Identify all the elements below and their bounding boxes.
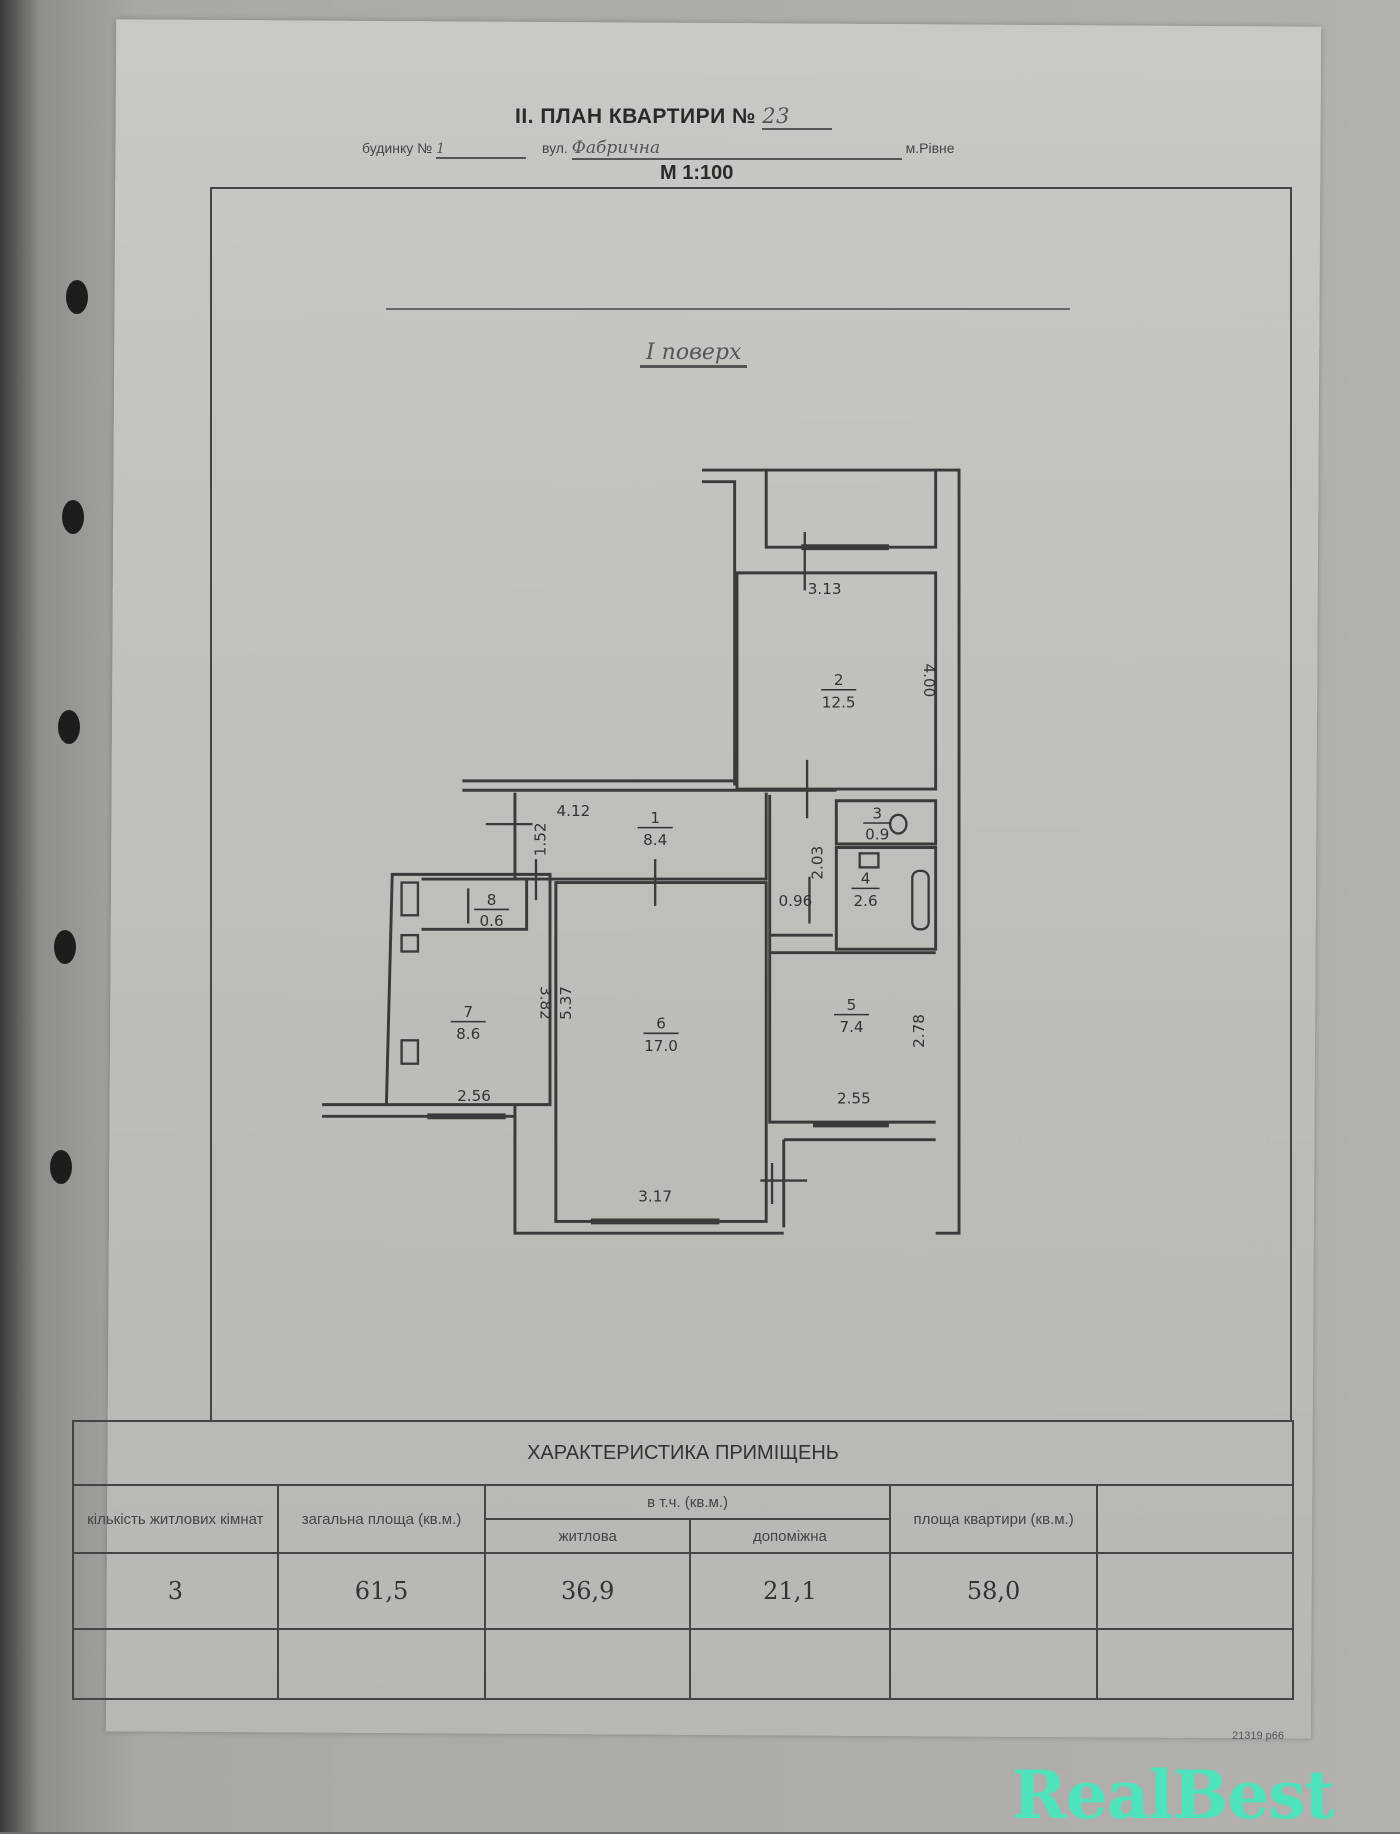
room-1-walls [513, 792, 768, 881]
table-caption: ХАРАКТЕРИСТИКА ПРИМІЩЕНЬ [72, 1420, 1294, 1486]
room-3-area: 0.9 [865, 825, 889, 843]
room-6-outer [513, 1104, 784, 1235]
dimension: 4.12 [556, 802, 590, 820]
room-4-walls [834, 846, 938, 951]
building-number: 1 [436, 141, 527, 159]
document-title: II. ПЛАН КВАРТИРИ № 23 [515, 104, 833, 130]
drawing-frame [210, 187, 1292, 1422]
room-6-area: 17.0 [644, 1037, 678, 1055]
scale-label: М 1:100 [660, 162, 734, 184]
binder-hole [54, 930, 76, 964]
room-8-walls [421, 877, 529, 931]
room-7-area: 8.6 [456, 1025, 480, 1043]
apartment-number: 23 [762, 104, 833, 130]
header-including: в т.ч. (кв.м.) [484, 1484, 891, 1520]
room-4-area: 2.6 [853, 892, 877, 910]
washbasin-icon [858, 852, 880, 869]
empty-cell [1096, 1628, 1294, 1700]
header-total-area: загальна площа (кв.м.) [276, 1484, 487, 1554]
binder-hole [50, 1150, 72, 1184]
floor-label: І поверх [640, 340, 748, 368]
dimension: 4.00 [920, 663, 938, 697]
room-3-walls [834, 799, 938, 846]
room-8-area: 0.6 [479, 912, 503, 930]
room-5-number: 5 [847, 996, 857, 1014]
value-auxiliary-area: 21,1 [689, 1552, 891, 1630]
binder-hole [66, 280, 88, 314]
empty-cell [484, 1628, 692, 1700]
balcony-bottom [782, 1138, 936, 1228]
header-auxiliary-area: допоміжна [689, 1518, 891, 1554]
value-living-area: 36,9 [484, 1552, 692, 1630]
bathtub-icon [911, 869, 930, 931]
divider-line [386, 308, 1070, 310]
room-1-number: 1 [650, 809, 660, 827]
dimension: 2.78 [910, 1014, 928, 1048]
room-6-walls [554, 881, 768, 1223]
dimension: 3.13 [808, 580, 842, 598]
rooms-characteristics-table: ХАРАКТЕРИСТИКА ПРИМІЩЕНЬ кількість житло… [72, 1420, 1294, 1700]
building-label: будинку № [362, 140, 433, 156]
value-living-rooms: 3 [72, 1552, 279, 1630]
binder-hole [62, 500, 84, 534]
door-marks [467, 531, 811, 1204]
empty-cell [1096, 1552, 1294, 1630]
room-7-walls [384, 872, 552, 1107]
city: м.Рівне [905, 140, 955, 156]
room-2-number: 2 [834, 671, 844, 689]
outer-wall-top-left [701, 480, 737, 786]
value-total-area: 61,5 [276, 1552, 487, 1630]
watermark-logo: RealBest [1012, 1756, 1335, 1834]
street-name: Фабрична [571, 138, 902, 160]
dimension: 1.52 [531, 822, 549, 856]
dimension: 0.96 [779, 892, 813, 910]
room-3-number: 3 [872, 804, 882, 822]
room-2-area: 12.5 [822, 693, 856, 711]
room-5-area: 7.4 [839, 1018, 863, 1036]
empty-cell [72, 1628, 279, 1700]
empty-cell [689, 1628, 891, 1700]
room-7-number: 7 [463, 1003, 473, 1021]
room-2-walls [735, 571, 938, 791]
window [427, 544, 889, 1225]
outer-wall-right [701, 468, 961, 1235]
sink-icon [400, 933, 420, 953]
floor-plan: 2 12.5 1 8.4 3 0.9 4 2.6 5 7.4 6 17.0 7 … [322, 468, 961, 1235]
address-line: будинку № 1 вул. Фабрична м.Рівне [362, 138, 1052, 160]
street-label: вул. [541, 140, 568, 156]
heater-icon [400, 1039, 420, 1065]
dimension: 2.03 [808, 846, 826, 880]
room-8-number: 8 [487, 891, 497, 909]
balcony-top [764, 470, 938, 549]
dimension: 3.17 [638, 1188, 672, 1206]
binder-hole [58, 710, 80, 744]
header-living-rooms: кількість житлових кімнат [72, 1484, 279, 1554]
dimension: 5.37 [557, 986, 575, 1020]
stove-icon [400, 881, 420, 917]
toilet-icon [888, 813, 908, 835]
room-4-number: 4 [861, 870, 871, 888]
form-code: 21319 p66 [1232, 1730, 1284, 1742]
corridor-top-wall [462, 779, 837, 792]
empty-cell [888, 1628, 1099, 1700]
empty-cell [276, 1628, 487, 1700]
value-apartment-area: 58,0 [888, 1552, 1099, 1630]
header-living-area: житлова [484, 1518, 692, 1554]
room-6-number: 6 [656, 1015, 666, 1033]
empty-cell [1096, 1484, 1294, 1554]
room-1-area: 8.4 [643, 831, 667, 849]
dimension: 2.56 [457, 1087, 491, 1105]
title-text: II. ПЛАН КВАРТИРИ № [515, 105, 756, 128]
header-apartment-area: площа квартири (кв.м.) [888, 1484, 1099, 1554]
dimension: 3.82 [537, 986, 555, 1020]
dimension: 2.55 [837, 1089, 871, 1107]
